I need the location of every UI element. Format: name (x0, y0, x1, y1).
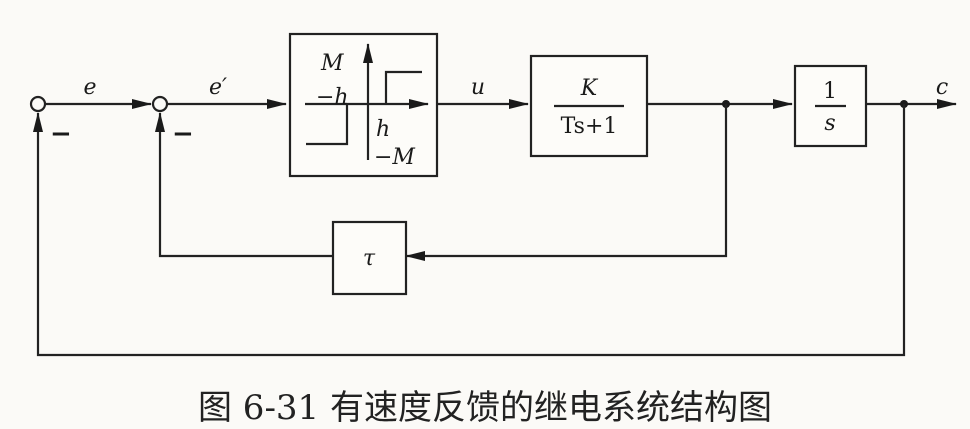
signal-e-label: e (83, 75, 96, 100)
tau-label: τ (363, 246, 376, 271)
tau-block (331, 220, 408, 296)
relay-M-label: M (320, 51, 344, 76)
relay-h-label: h (376, 117, 390, 142)
velocity-feedback-line (405, 104, 728, 261)
block-diagram: e e′ u c − − M −h h −M K Ts+1 1 s τ 图 6-… (29, 32, 957, 428)
signal-u-label: u (471, 75, 485, 100)
signal-c-label: c (936, 75, 948, 100)
outer-minus-sign: − (50, 119, 72, 149)
relay-neg-M-label: −M (374, 145, 415, 170)
outer-feedback-line (33, 104, 906, 357)
diagram-canvas: e e′ u c − − M −h h −M K Ts+1 1 s τ (29, 32, 957, 357)
signal-e-prime-label: e′ (209, 75, 227, 100)
outer-summing-junction (29, 95, 47, 113)
relay-neg-h-label: −h (316, 85, 349, 110)
plant-numerator: K (580, 76, 599, 101)
plant-denominator: Ts+1 (561, 114, 618, 139)
inner-feedback-return-line (155, 112, 333, 258)
integrator-numerator: 1 (823, 79, 837, 104)
integrator-denominator: s (824, 111, 835, 136)
relay-upper-branch (384, 70, 422, 104)
inner-summing-junction (151, 95, 169, 113)
relay-lower-branch (306, 104, 349, 146)
inner-minus-sign: − (172, 119, 194, 149)
figure-caption: 图 6-31 有速度反馈的继电系统结构图 (198, 388, 772, 428)
